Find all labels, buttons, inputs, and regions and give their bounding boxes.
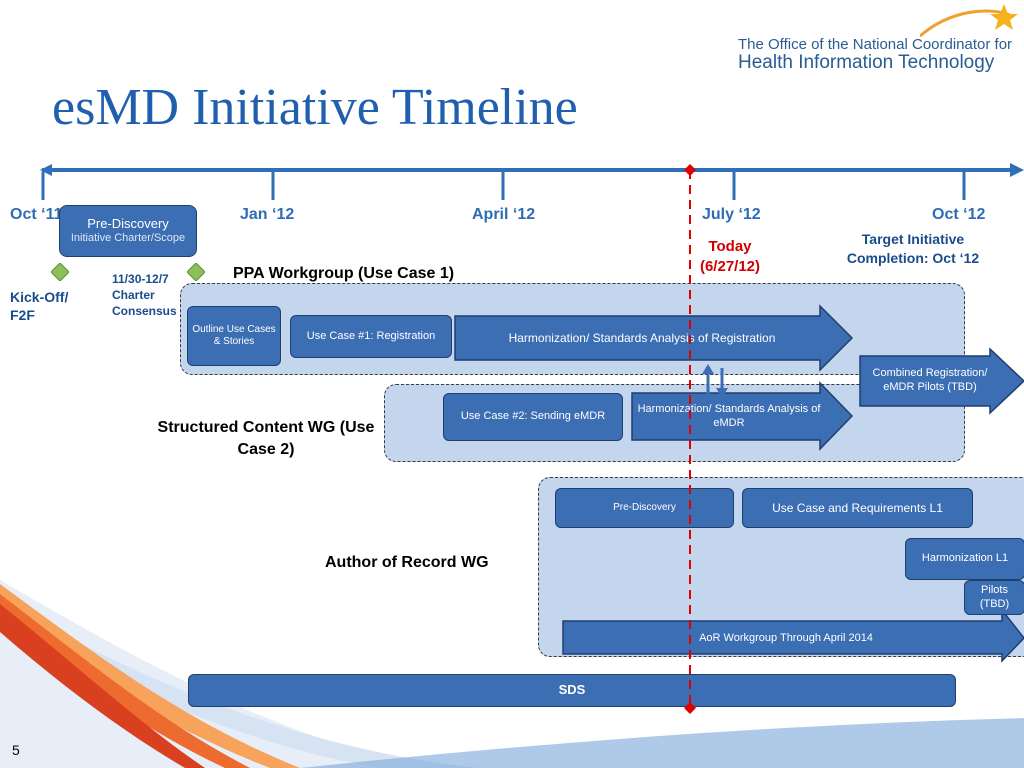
use-case-2-box: Use Case #2: Sending eMDR [443,393,623,441]
aor-pilots-box: Pilots (TBD) [964,580,1024,615]
harmonization-emdr-arrow: Harmonization/ Standards Analysis of eMD… [637,402,821,429]
aor-workgroup-arrow: AoR Workgroup Through April 2014 [699,631,873,644]
month-label-jul12: July ‘12 [702,206,761,223]
aor-prediscovery-box: Pre-Discovery [555,488,734,528]
month-label-jan12: Jan ‘12 [240,206,295,223]
sds-bar: SDS [188,674,956,707]
kickoff-label: Kick-Off/ F2F [10,289,69,324]
prediscovery-title: Pre-Discovery [87,216,169,231]
prediscovery-initiative-box: Pre-Discovery Initiative Charter/Scope [59,205,197,257]
target-completion-label: Target Initiative Completion: Oct ‘12 [846,231,980,266]
page-number: 5 [12,742,20,758]
kickoff-diamond-icon [51,263,69,281]
charter-diamond-icon [187,263,205,281]
logo-line1: The Office of the National Coordinator f… [738,36,1013,53]
outline-use-cases-box: Outline Use Cases & Stories [187,306,281,366]
harmonization-registration-arrow: Harmonization/ Standards Analysis of Reg… [508,331,776,345]
star-swoosh-icon [920,4,1018,38]
prediscovery-subtitle: Initiative Charter/Scope [70,232,186,245]
aor-lane-label: Author of Record WG [325,554,489,571]
ppa-lane-label: PPA Workgroup (Use Case 1) [233,265,455,282]
structured-lane-label: Structured Content WG (Use Case 2) [157,419,375,459]
today-line [684,164,696,714]
month-label-oct12: Oct ‘12 [932,206,986,223]
decorative-swoosh [0,580,1024,768]
page-title: esMD Initiative Timeline [52,79,578,136]
today-date: (6/27/12) [699,258,761,275]
combined-pilots-arrow: Combined Registration/ eMDR Pilots (TBD) [872,367,988,393]
use-case-1-box: Use Case #1: Registration [290,315,452,358]
today-label: Today [708,238,752,255]
aor-use-case-box: Use Case and Requirements L1 [742,488,973,528]
aor-harmonization-box: Harmonization L1 [905,538,1024,580]
logo-line2: Health Information Technology [738,52,995,73]
month-label-oct11: Oct ‘11 [10,206,63,223]
charter-label: 11/30-12/7 Charter Consensus [112,272,177,319]
month-label-apr12: April ‘12 [472,206,536,223]
